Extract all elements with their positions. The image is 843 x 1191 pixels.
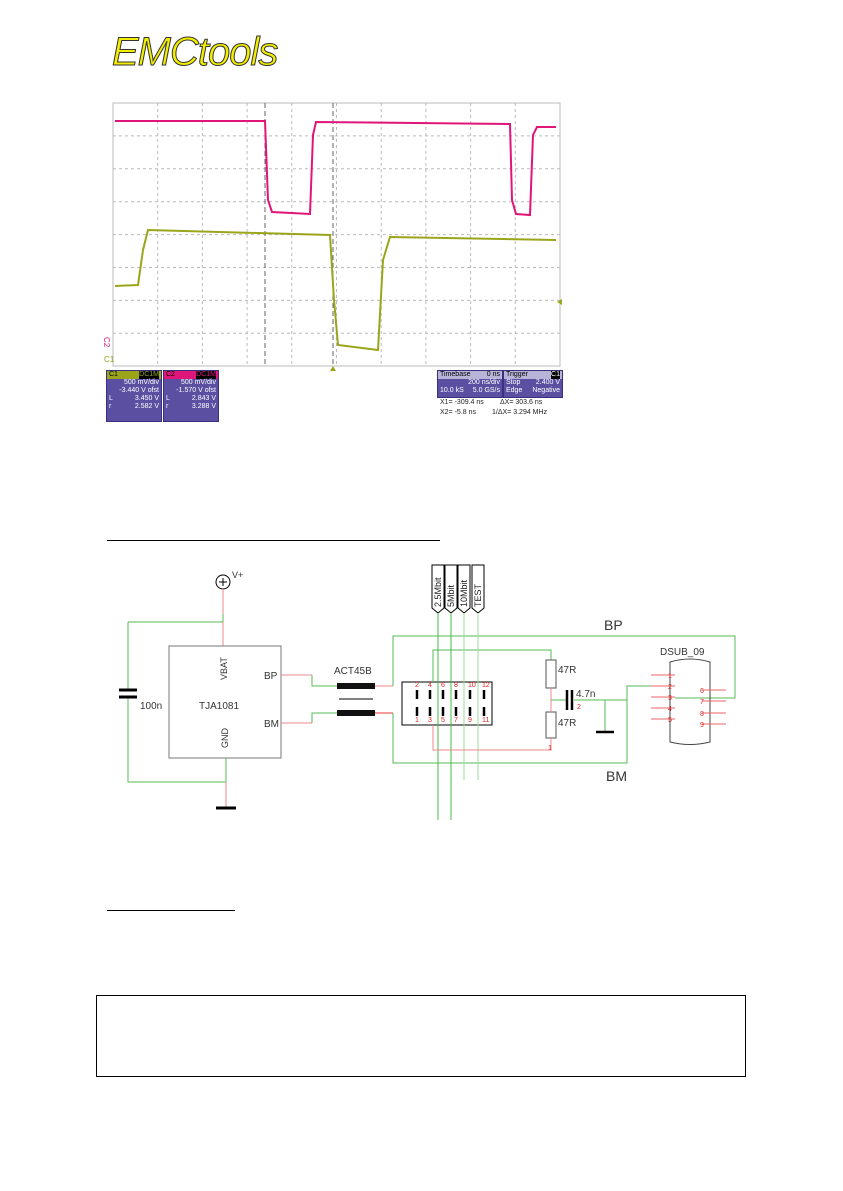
r2-pin: 1 <box>548 745 552 752</box>
dsub-pin-number: 4 <box>668 706 672 713</box>
cursor-freq-readout: 1/ΔX= 3.294 MHz <box>492 409 548 416</box>
ch2-panel[interactable]: C2 DC1M 500 mV/div -1.570 V ofst L 2.843 V… <box>163 370 219 422</box>
dsub-pin-number: 8 <box>700 711 704 718</box>
oscilloscope-screen: C2 C1 <box>102 102 562 371</box>
net-flag-label: TEST <box>473 583 483 607</box>
bm-pin-label: BM <box>264 719 279 730</box>
trigger-level-icon <box>557 299 562 305</box>
ch1-panel[interactable]: C1 DC1M 500 mV/div -3.440 V ofst L 3.450 V… <box>106 370 162 422</box>
dsub-pin-number: 5 <box>668 717 672 724</box>
ch1-offset: -3.440 V ofst <box>119 387 159 394</box>
trace-c1 <box>114 228 557 352</box>
pin-number: 1 <box>415 717 419 724</box>
net-flag-label: 2.5Mbit <box>433 577 443 607</box>
gnd-label: GND <box>220 728 230 749</box>
emctools-logo: EMCtools <box>111 30 278 75</box>
ch2-l-value: 2.843 V <box>191 395 216 402</box>
c2-label: 4.7n <box>576 689 595 700</box>
dsub-pin-number: 9 <box>700 722 704 729</box>
cursor-x1-readout: X1= -309.4 ns <box>440 399 484 406</box>
trace-c2 <box>115 120 556 217</box>
pin-number: 10 <box>468 682 476 689</box>
ch2-label: C2 <box>166 371 175 378</box>
timebase-delay: 0 ns <box>486 371 500 378</box>
net-flag <box>457 564 471 614</box>
dsub-pin-number: 1 <box>668 673 672 680</box>
trigger-mode: Stop <box>506 379 521 386</box>
tja1081-ic <box>168 645 282 759</box>
timebase-panel[interactable]: Timebase 0 ns 200 ns/div 10.0 kS 5.0 GS/s <box>437 370 503 398</box>
trigger-panel[interactable]: Trigger C1 Stop 2.400 V Edge Negative <box>503 370 563 398</box>
trigger-level: 2.400 V <box>535 379 560 386</box>
cap-label: 100n <box>140 701 162 712</box>
ch1-label: C1 <box>109 371 118 378</box>
cursor-x2-readout: X2= -5.8 ns <box>440 409 476 416</box>
vplus-label: V+ <box>232 570 243 580</box>
dsub-label: DSUB_09 <box>660 647 705 658</box>
cursor-dx-readout: ΔX= 303.6 ns <box>500 399 543 406</box>
ic-label: TJA1081 <box>199 701 239 712</box>
vbat-label: VBAT <box>219 657 229 680</box>
jumper-header[interactable] <box>401 681 493 726</box>
r1-label: 47R <box>558 665 576 676</box>
trigger-marker-icon <box>330 366 336 371</box>
timebase-scale: 200 ns/div <box>468 379 500 386</box>
ch1-coupling: DC1M <box>139 371 159 379</box>
ch1-l-label: L <box>109 395 113 402</box>
trigger-type: Edge <box>506 387 523 394</box>
dsub-pin-number: 6 <box>700 688 704 695</box>
ch1-l-value: 3.450 V <box>134 395 159 402</box>
dsub-pin-number: 2 <box>668 684 672 691</box>
pin-number: 6 <box>441 682 445 689</box>
ch2-r-value: 3.288 V <box>191 403 216 410</box>
pin-number: 2 <box>415 682 419 689</box>
pin-number: 3 <box>428 717 432 724</box>
pin-number: 8 <box>454 682 458 689</box>
net-flag-label: 10Mbit <box>459 579 469 607</box>
pin-number: 5 <box>441 717 445 724</box>
section-underline <box>107 910 235 911</box>
ch1-scale: 500 mV/div <box>123 379 159 386</box>
pin-number: 4 <box>428 682 432 689</box>
timebase-title: Timebase <box>440 371 471 378</box>
c2-marker: C2 <box>102 337 111 348</box>
net-flag <box>471 564 485 614</box>
pin-number: 7 <box>454 717 458 724</box>
ch1-r-value: 2.582 V <box>134 403 159 410</box>
ch1-r-label: r <box>109 403 112 410</box>
bm-net-label: BM <box>606 768 627 784</box>
ch2-l-label: L <box>166 395 170 402</box>
dsub-pin-number: 7 <box>700 699 704 706</box>
dsub-pin-number: 3 <box>668 695 672 702</box>
trigger-title: Trigger <box>506 371 528 378</box>
c2-pin: 2 <box>577 704 581 711</box>
choke-label: ACT45B <box>334 666 372 677</box>
timebase-samples: 10.0 kS <box>440 387 464 394</box>
net-flag <box>431 564 445 614</box>
bp-pin-label: BP <box>264 671 278 682</box>
ch2-scale: 500 mV/div <box>180 379 216 386</box>
bp-net-label: BP <box>604 617 623 633</box>
timebase-rate: 5.0 GS/s <box>472 387 500 394</box>
ch2-r-label: r <box>166 403 169 410</box>
net-flag-label: 5Mbit <box>446 584 456 607</box>
dsub-connector <box>669 658 711 745</box>
net-flag <box>444 564 458 614</box>
pin-number: 12 <box>482 682 490 689</box>
pin-number: 9 <box>468 717 472 724</box>
section-underline <box>107 540 440 541</box>
c1-marker: C1 <box>104 355 115 364</box>
trigger-slope: Negative <box>532 387 560 394</box>
trigger-source: C1 <box>551 371 560 379</box>
ch2-offset: -1.570 V ofst <box>176 387 216 394</box>
ch2-coupling: DC1M <box>196 371 216 379</box>
pin-number: 11 <box>482 717 489 724</box>
note-box <box>96 995 746 1077</box>
r2-label: 47R <box>558 718 576 729</box>
